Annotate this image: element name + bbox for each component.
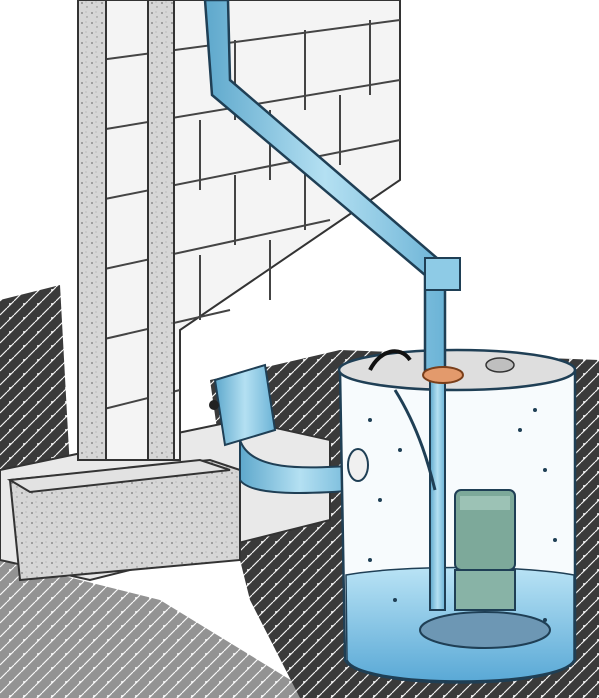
basin-inlet — [348, 449, 368, 481]
check-valve — [423, 367, 463, 383]
footing — [10, 460, 240, 580]
